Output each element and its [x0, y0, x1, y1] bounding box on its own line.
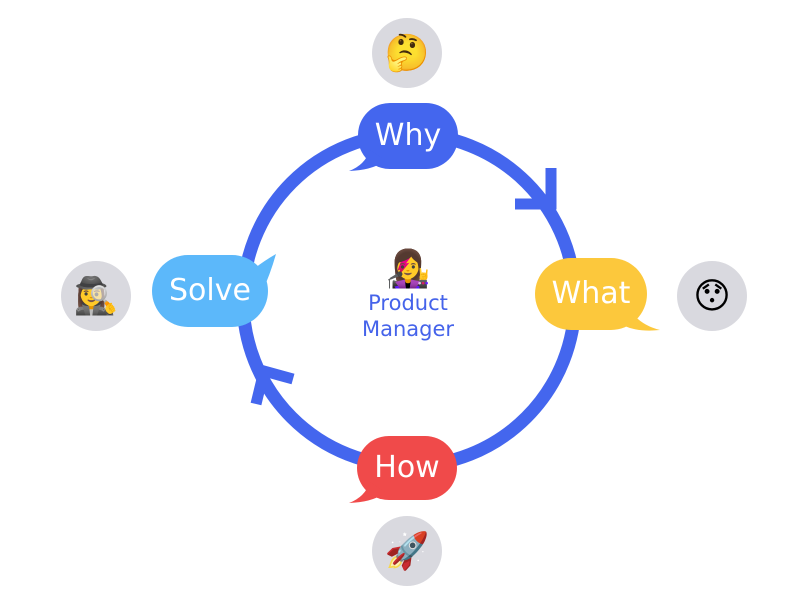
- bubble-what: [535, 258, 660, 331]
- bubble-how: [349, 436, 457, 503]
- label-how: How: [374, 450, 440, 485]
- arrow-chevron-left: [250, 364, 295, 406]
- singer-icon: 👩‍🎤: [385, 249, 431, 290]
- rocket-icon: 🚀: [372, 516, 442, 586]
- surprised-face-icon: 😯: [677, 261, 747, 331]
- bubble-why: [349, 103, 458, 171]
- label-what: What: [551, 276, 631, 311]
- center-line1: Product: [368, 290, 448, 315]
- detective-icon: 🕵️‍♀️: [61, 261, 131, 331]
- arrow-chevron-right: [515, 168, 557, 210]
- center-label: 👩‍🎤 Product Manager: [328, 250, 488, 342]
- bubble-solve: [152, 254, 276, 327]
- center-line2: Manager: [361, 316, 455, 341]
- label-why: Why: [374, 118, 442, 153]
- thinking-face-icon: 🤔: [372, 18, 442, 88]
- label-solve: Solve: [169, 273, 251, 308]
